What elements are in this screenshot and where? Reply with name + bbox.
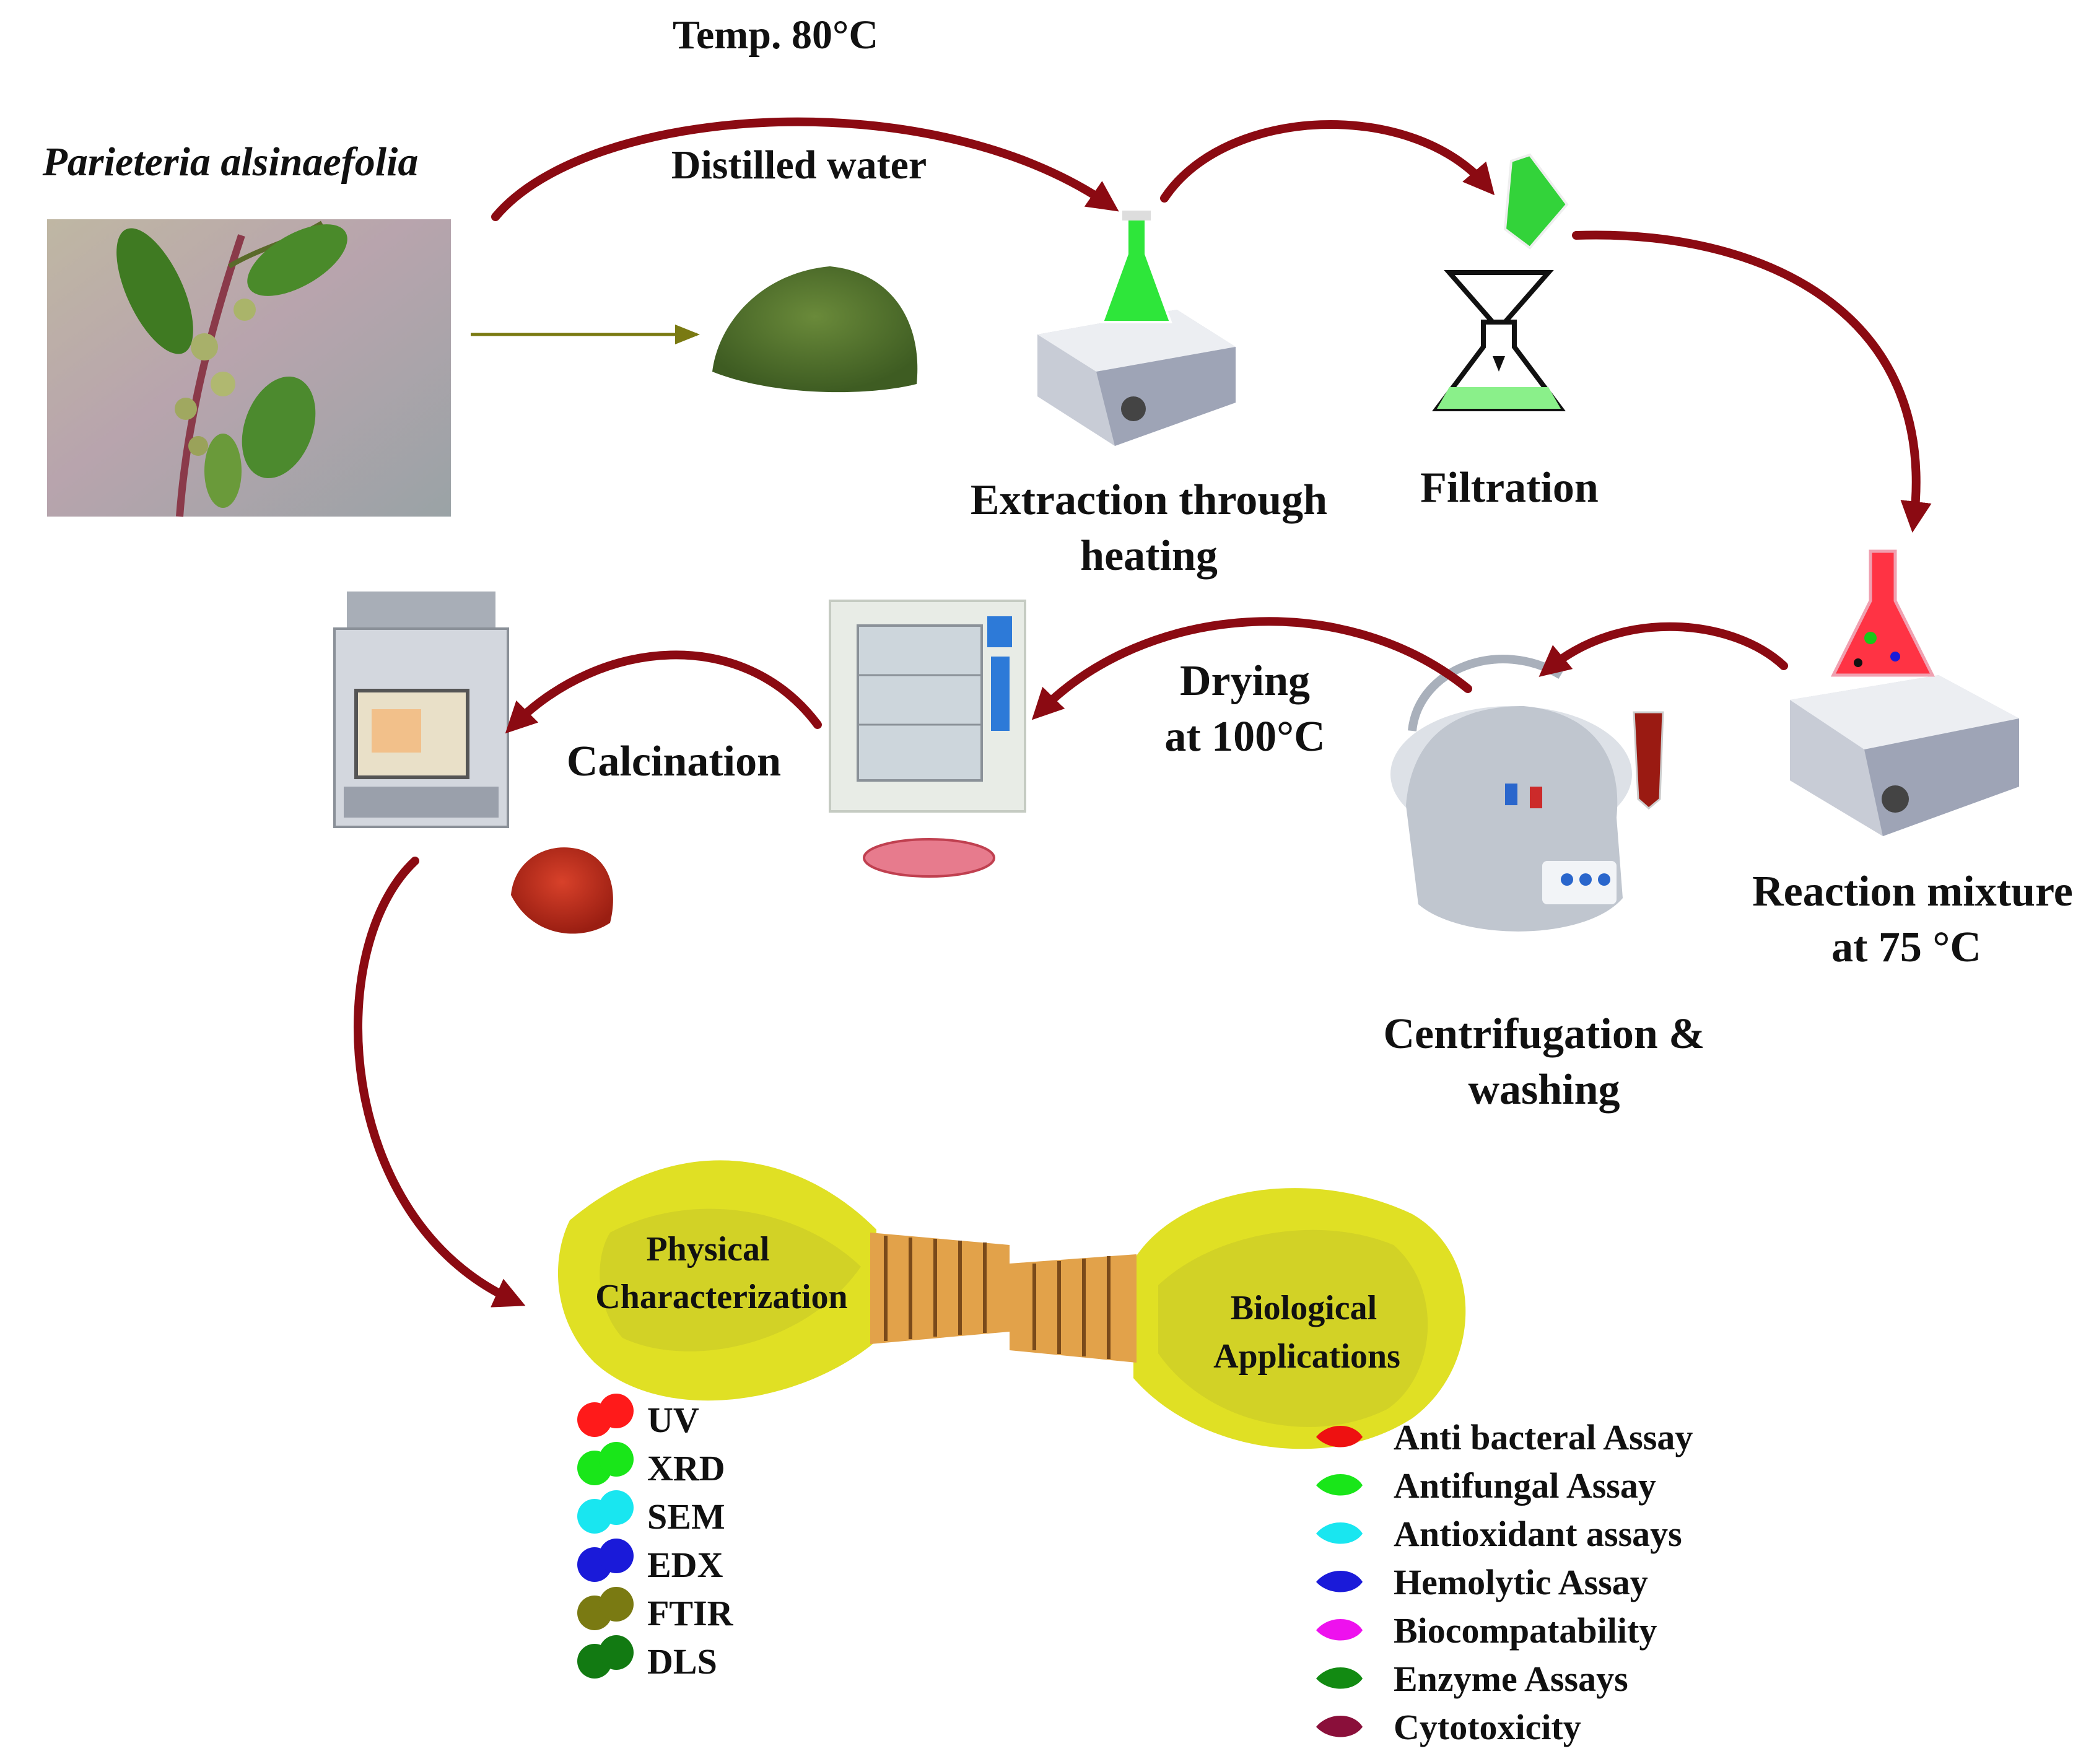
drying-line1: Drying (1180, 657, 1310, 705)
leaf-bullet-icon (1316, 1716, 1363, 1737)
bullet-icon (599, 1587, 634, 1622)
char-legend-item: EDX (577, 1539, 723, 1585)
bullet-icon (599, 1490, 634, 1525)
leaf-bullet-icon (1316, 1522, 1363, 1544)
label-drying: Drying at 100°C (1164, 657, 1325, 761)
leaf-bullet-icon (1316, 1474, 1363, 1496)
app-legend-item: Hemolytic Assay (1316, 1562, 1648, 1602)
temperature-label: Temp. 80°C (673, 12, 878, 58)
app-legend-label: Antioxidant assays (1394, 1514, 1682, 1554)
arrow-plant-to-extraction (491, 117, 1119, 221)
extraction-line2: heating (1080, 532, 1218, 580)
hub-right-label: Biological Applications (1213, 1289, 1400, 1376)
arrow-filtration-to-reaction (1572, 230, 1932, 533)
app-legend-item: Biocompatability (1316, 1610, 1657, 1651)
bullet-icon (599, 1635, 634, 1670)
leaf-bullet-icon (1316, 1426, 1363, 1447)
app-legend-item: Antioxidant assays (1316, 1514, 1682, 1554)
arrow-oven-to-furnace (505, 650, 822, 734)
app-legend-label: Enzyme Assays (1394, 1659, 1628, 1699)
hub-left-line1: Physical (646, 1230, 769, 1268)
reaction-line1: Reaction mixture (1752, 868, 2073, 915)
hub-left-line2: Characterization (595, 1278, 847, 1316)
leaf-bullet-icon (1316, 1667, 1363, 1689)
char-legend-label: FTIR (647, 1593, 734, 1633)
hub-right-line2: Applications (1213, 1337, 1400, 1376)
char-legend-item: XRD (577, 1442, 725, 1488)
arrow-centrifuge-to-oven (1031, 617, 1472, 720)
char-legend-label: XRD (647, 1448, 725, 1488)
extraction-line1: Extraction through (971, 476, 1327, 524)
red-powder-image (511, 847, 613, 934)
label-filtration: Filtration (1420, 464, 1599, 512)
app-legend-label: Biocompatability (1394, 1610, 1657, 1651)
app-legend-label: Anti bacteral Assay (1394, 1417, 1693, 1457)
char-legend-item: UV (577, 1394, 699, 1440)
arrow-extraction-to-filtration (1160, 120, 1495, 203)
bullet-icon (599, 1394, 634, 1428)
app-legend-item: Enzyme Assays (1316, 1659, 1628, 1699)
centrifuge-image (1390, 655, 1664, 932)
plant-photo (47, 219, 451, 517)
char-legend-item: DLS (577, 1635, 717, 1682)
hub-right-line1: Biological (1231, 1289, 1377, 1327)
plant-name: Parieteria alsinaefolia (42, 139, 419, 185)
char-legend-item: SEM (577, 1490, 725, 1537)
label-reaction: Reaction mixture at 75 °C (1752, 868, 2073, 971)
app-legend-label: Hemolytic Assay (1394, 1562, 1648, 1602)
process-arrows (354, 117, 1932, 1308)
hotplate-green-flask (1037, 211, 1236, 446)
muffle-furnace-image (333, 592, 509, 828)
char-legend-item: FTIR (577, 1587, 734, 1633)
hub-left-label: Physical Characterization (595, 1230, 847, 1316)
characterization-legend: UV XRD SEM EDX FTIR DLS (577, 1394, 734, 1682)
drying-oven-image (829, 600, 1026, 878)
green-powder-image (712, 266, 918, 393)
hub-dumbbell (557, 1160, 1466, 1449)
char-legend-label: EDX (647, 1545, 723, 1585)
label-centrifugation: Centrifugation & washing (1383, 1010, 1704, 1114)
label-extraction: Extraction through heating (971, 476, 1327, 580)
reaction-line2: at 75 °C (1831, 923, 1981, 971)
app-legend-item: Cytotoxicity (1316, 1707, 1581, 1747)
bullet-icon (599, 1539, 634, 1573)
drying-line2: at 100°C (1164, 713, 1325, 761)
leaf-bullet-icon (1316, 1571, 1363, 1592)
centrifugation-line2: washing (1468, 1066, 1620, 1114)
hotplate-red-flask (1790, 549, 2019, 836)
char-legend-label: DLS (647, 1641, 717, 1682)
bullet-icon (599, 1442, 634, 1477)
arrow-reaction-to-centrifuge (1538, 622, 1788, 677)
app-legend-item: Antifungal Assay (1316, 1465, 1656, 1506)
app-legend-item: Anti bacteral Assay (1316, 1417, 1693, 1457)
filtration-apparatus (1432, 153, 1569, 411)
leaf-bullet-icon (1316, 1619, 1363, 1641)
centrifugation-line1: Centrifugation & (1383, 1010, 1704, 1058)
char-legend-label: UV (647, 1400, 699, 1440)
app-legend-label: Antifungal Assay (1394, 1465, 1656, 1506)
label-calcination: Calcination (567, 738, 781, 785)
char-legend-label: SEM (647, 1496, 725, 1537)
solvent-label: Distilled water (671, 142, 927, 188)
app-legend-label: Cytotoxicity (1394, 1707, 1581, 1747)
arrow-furnace-to-hub (354, 857, 526, 1308)
